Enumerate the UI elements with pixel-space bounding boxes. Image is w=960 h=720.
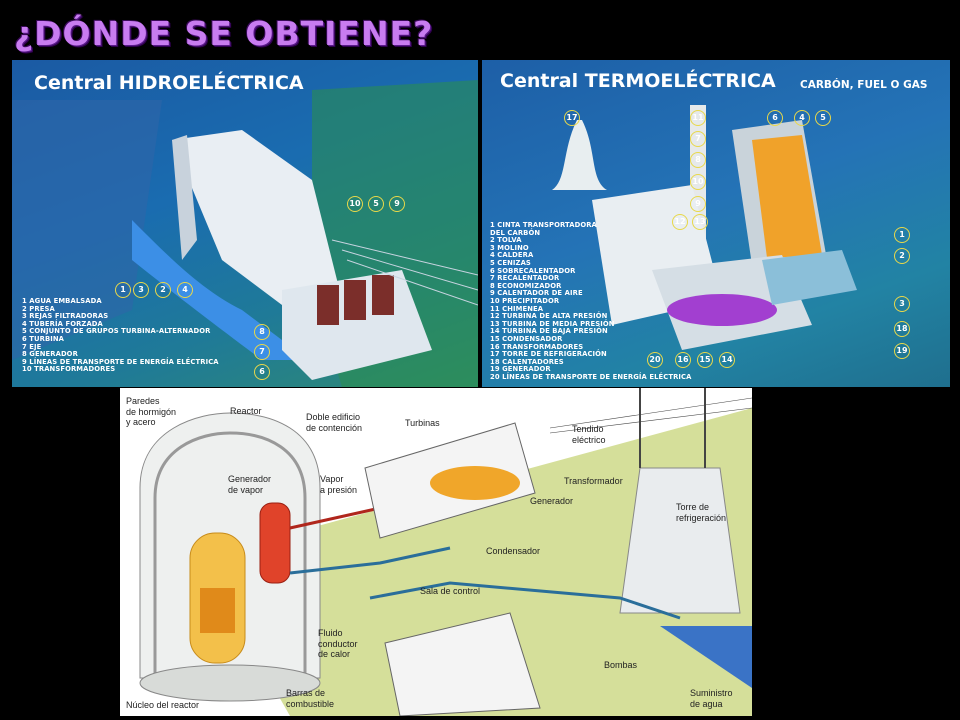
marker-9: 9 (389, 196, 405, 212)
legend-item: 12 TURBINA DE ALTA PRESIÓN (490, 312, 608, 321)
thermo-subtitle: CARBÓN, FUEL O GAS (800, 79, 928, 91)
legend-item: 5 CENIZAS (490, 258, 531, 267)
label-barras: Barras de combustible (286, 688, 335, 709)
label-sala: Sala de control (420, 586, 481, 596)
legend-item: 18 CALENTADORES (490, 357, 564, 366)
legend-item: 9 CALENTADOR DE AIRE (490, 289, 583, 298)
legend-item: 8 ECONOMIZADOR (490, 281, 562, 290)
marker-15: 15 (697, 352, 713, 368)
legend-item: 1 CINTA TRANSPORTADORA (490, 221, 597, 229)
legend-item: 20 LÍNEAS DE TRANSPORTE DE ENERGÍA ELÉCT… (490, 372, 692, 381)
marker-20: 20 (647, 352, 663, 368)
marker-17: 17 (564, 110, 580, 126)
label-generador-vapor: Generador de vapor (228, 474, 272, 495)
hydro-illustration (12, 80, 478, 387)
marker-7: 7 (254, 344, 270, 360)
marker-7: 7 (690, 131, 706, 147)
marker-5: 5 (368, 196, 384, 212)
legend-item: 2 TOLVA (490, 236, 522, 245)
legend-item: 8 GENERADOR (22, 350, 78, 359)
label-bombas: Bombas (604, 660, 638, 670)
label-turbinas: Turbinas (405, 418, 440, 428)
marker-10: 10 (347, 196, 363, 212)
marker-13: 13 (692, 214, 708, 230)
marker-3: 3 (133, 282, 149, 298)
marker-14: 14 (719, 352, 735, 368)
label-fluido: Fluido conductor de calor (318, 628, 358, 659)
thermoelectric-diagram: Central TERMOELÉCTRICA CARBÓN, FUEL O GA… (482, 60, 950, 387)
legend-item: 2 PRESA (22, 304, 55, 313)
label-condensador: Condensador (486, 546, 541, 556)
label-vapor: Vapor a presión (320, 474, 358, 495)
marker-6: 6 (767, 110, 783, 126)
marker-6: 6 (254, 364, 270, 380)
marker-2: 2 (155, 282, 171, 298)
legend-item: 7 RECALENTADOR (490, 274, 560, 283)
label-reactor: Reactor (230, 406, 262, 416)
label-nucleo: Núcleo del reactor (126, 700, 200, 710)
marker-12: 12 (672, 214, 688, 230)
marker-10: 10 (690, 174, 706, 190)
legend-item: DEL CARBÓN (490, 228, 541, 237)
marker-8: 8 (254, 324, 270, 340)
marker-5: 5 (815, 110, 831, 126)
label-generador: Generador (530, 496, 574, 506)
legend-item: 14 TURBINA DE BAJA PRESIÓN (490, 327, 608, 336)
legend-item: 19 GENERADOR (490, 365, 551, 374)
marker-4: 4 (177, 282, 193, 298)
marker-1: 1 (894, 227, 910, 243)
legend-item: 16 TRANSFORMADORES (490, 342, 584, 351)
legend-item: 10 PRECIPITADOR (490, 296, 560, 305)
legend-item: 7 EJE (22, 342, 42, 351)
label-tendido: Tendido eléctrico (572, 424, 606, 445)
marker-11: 11 (690, 110, 706, 126)
thermo-title: Central TERMOELÉCTRICA (500, 70, 776, 92)
hydro-title: Central HIDROELÉCTRICA (34, 72, 304, 94)
legend-item: 10 TRANSFORMADORES (22, 365, 116, 374)
marker-16: 16 (675, 352, 691, 368)
page-title: ¿DÓNDE SE OBTIENE? (14, 14, 434, 53)
label-transformador: Transformador (564, 476, 623, 486)
marker-3: 3 (894, 296, 910, 312)
label-suministro: Suministro de agua (690, 688, 733, 709)
legend-item: 11 CHIMENEA (490, 304, 544, 313)
label-doble-edificio: Doble edificio de contención (306, 412, 363, 433)
nuclear-diagram: Paredes de hormigón y acero Reactor Dobl… (120, 388, 752, 716)
legend-item: 15 CONDENSADOR (490, 334, 563, 343)
marker-4: 4 (794, 110, 810, 126)
marker-18: 18 (894, 321, 910, 337)
legend-item: 6 SOBRECALENTADOR (490, 266, 576, 275)
marker-8: 8 (690, 152, 706, 168)
thermo-illustration (552, 105, 857, 350)
legend-item: 1 AGUA EMBALSADA (22, 297, 102, 305)
marker-1: 1 (115, 282, 131, 298)
legend-item: 13 TURBINA DE MEDIA PRESIÓN (490, 319, 615, 328)
legend-item: 9 LÍNEAS DE TRANSPORTE DE ENERGÍA ELÉCTR… (22, 357, 219, 366)
legend-item: 3 MOLINO (490, 243, 529, 252)
marker-19: 19 (894, 343, 910, 359)
legend-item: 17 TORRE DE REFRIGERACIÓN (490, 350, 607, 359)
legend-item: 5 CONJUNTO DE GRUPOS TURBINA-ALTERNADOR (22, 327, 211, 336)
legend-item: 4 CALDERA (490, 251, 534, 260)
nuclear-illustration (139, 388, 752, 716)
label-torre: Torre de refrigeración (676, 502, 727, 523)
legend-item: 4 TUBERÍA FORZADA (22, 319, 103, 328)
label-paredes: Paredes de hormigón y acero (126, 396, 177, 427)
marker-9: 9 (690, 196, 706, 212)
legend-item: 3 REJAS FILTRADORAS (22, 312, 109, 321)
legend-item: 6 TURBINA (22, 334, 65, 343)
marker-2: 2 (894, 248, 910, 264)
